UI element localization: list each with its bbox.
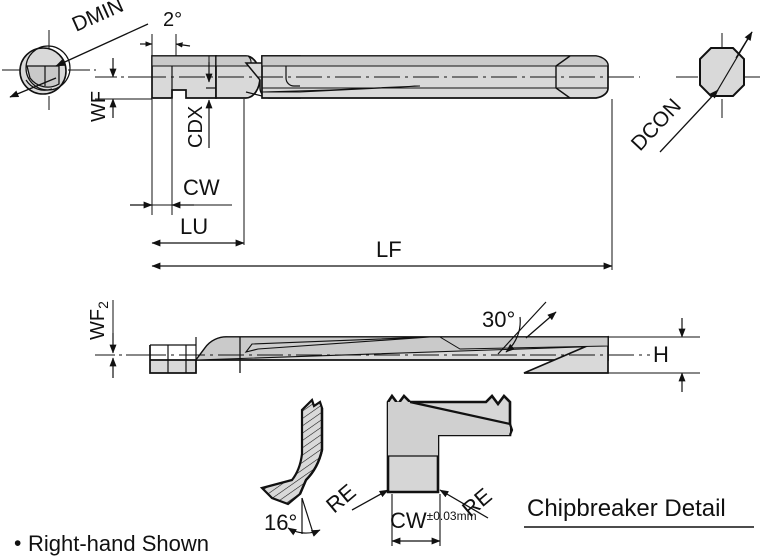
lf-dimension: LF [151,99,613,270]
chipbreaker-break-right [508,423,514,436]
dcon-octagon [699,47,745,97]
chipbreaker-detail-title: Chipbreaker Detail [524,495,754,528]
footnote-text: Right-hand Shown [28,531,209,556]
top-view [140,55,640,99]
cw-detail-label: CW±0.03mm [390,508,477,533]
re-left-leader [351,489,389,511]
wf-label: WF [88,91,110,122]
chipbreaker-rake-shade [388,402,510,456]
angle-16deg-label: 16° [264,510,297,535]
dmin-leader-lower [9,77,57,98]
dcon-leader [659,89,719,153]
cw-dimension: CW [130,99,232,215]
wf-dimension: WF [88,58,152,122]
side-flute [244,336,431,353]
chipbreaker-top-slope [409,400,511,426]
angle-2deg-dimension: 2° [140,9,191,56]
wf2-dimension: WF2 [87,300,150,378]
angle2-arrow-right [175,42,191,48]
footnote: • Right-hand Shown [14,531,209,556]
lu-dimension: LU [151,99,245,247]
cdx-dimension: CDX [185,56,213,148]
shank-top-facet [261,55,609,67]
angle-30deg-dimension: 30° [482,301,557,355]
re-right-leader [439,489,489,519]
flute-taper [261,85,421,93]
wf2-label: WF2 [87,301,111,340]
h-dimension: H [608,318,700,392]
dmin-section-view: DMIN [2,0,149,110]
angle16-arc [287,527,321,537]
chipbreaker-section-16deg: 16° [259,397,324,537]
section-right-edge [298,408,324,495]
side-taper-facet [438,336,609,350]
head-top-chamfer [151,55,217,67]
angle-30deg-label: 30° [482,307,515,332]
angle30-arc [505,316,521,353]
footnote-bullet: • [14,532,21,555]
coolant-hole [285,66,300,87]
cw-label: CW [183,175,220,200]
flute-tip [245,91,263,97]
cdx-label: CDX [185,106,207,148]
chipbreaker-detail-text: Chipbreaker Detail [527,495,726,522]
lf-label: LF [376,237,402,262]
dmin-flat-face [26,65,60,88]
side-view [140,335,650,374]
nose-top-face [215,55,252,67]
dmin-arc-detail [25,79,53,91]
dcon-arrow-top [735,31,753,59]
angle-2deg-label: 2° [163,9,182,31]
angle30-leader [525,311,557,339]
lu-label: LU [180,214,208,239]
h-label: H [653,342,669,367]
dmin-leader-upper [55,23,149,67]
